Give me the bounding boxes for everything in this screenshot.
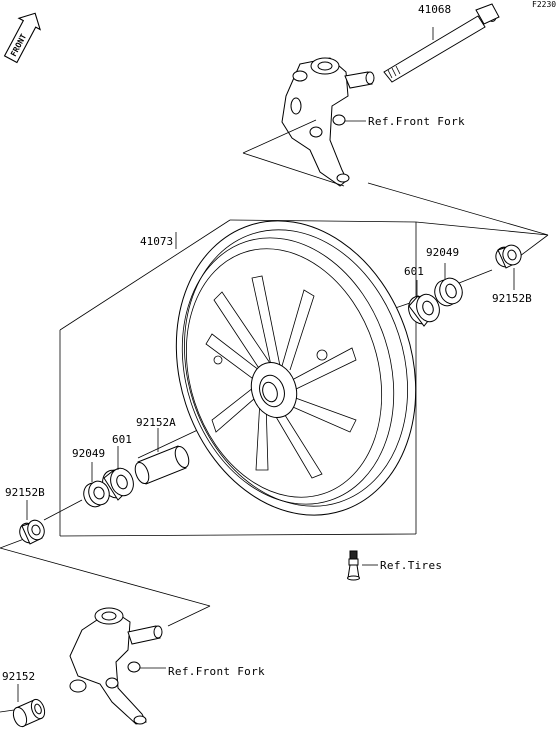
diagram-code: F2230	[532, 0, 556, 9]
ref-front-fork-lower: Ref.Front Fork	[168, 665, 265, 678]
tire-valve	[347, 550, 360, 581]
collar-lower	[19, 519, 45, 545]
label-bearing-upper: 601	[404, 265, 424, 278]
fork-bracket-upper	[281, 57, 375, 187]
label-wheel: 41073	[140, 235, 173, 248]
bearing-upper	[408, 293, 440, 327]
label-collar-lower: 92152B	[5, 486, 45, 499]
label-spacer: 92152A	[136, 416, 176, 429]
front-axle	[383, 3, 500, 83]
seal-lower	[83, 480, 110, 508]
label-seal-upper: 92049	[426, 246, 459, 259]
ref-tires: Ref.Tires	[380, 559, 442, 572]
fork-bracket-lower	[69, 607, 163, 725]
bolt-collar	[12, 698, 46, 728]
front-wheel	[175, 220, 417, 516]
ref-front-fork-upper: Ref.Front Fork	[368, 115, 465, 128]
wheel-spacer	[134, 445, 190, 485]
label-seal-lower: 92049	[72, 447, 105, 460]
label-collar-upper: 92152B	[492, 292, 532, 305]
label-axle: 41068	[418, 3, 451, 16]
seal-upper	[434, 277, 463, 307]
label-bearing-lower: 601	[112, 433, 132, 446]
front-direction-badge: FRONT	[3, 12, 42, 64]
label-bolt-collar: 92152	[2, 670, 35, 683]
collar-upper	[495, 244, 522, 269]
